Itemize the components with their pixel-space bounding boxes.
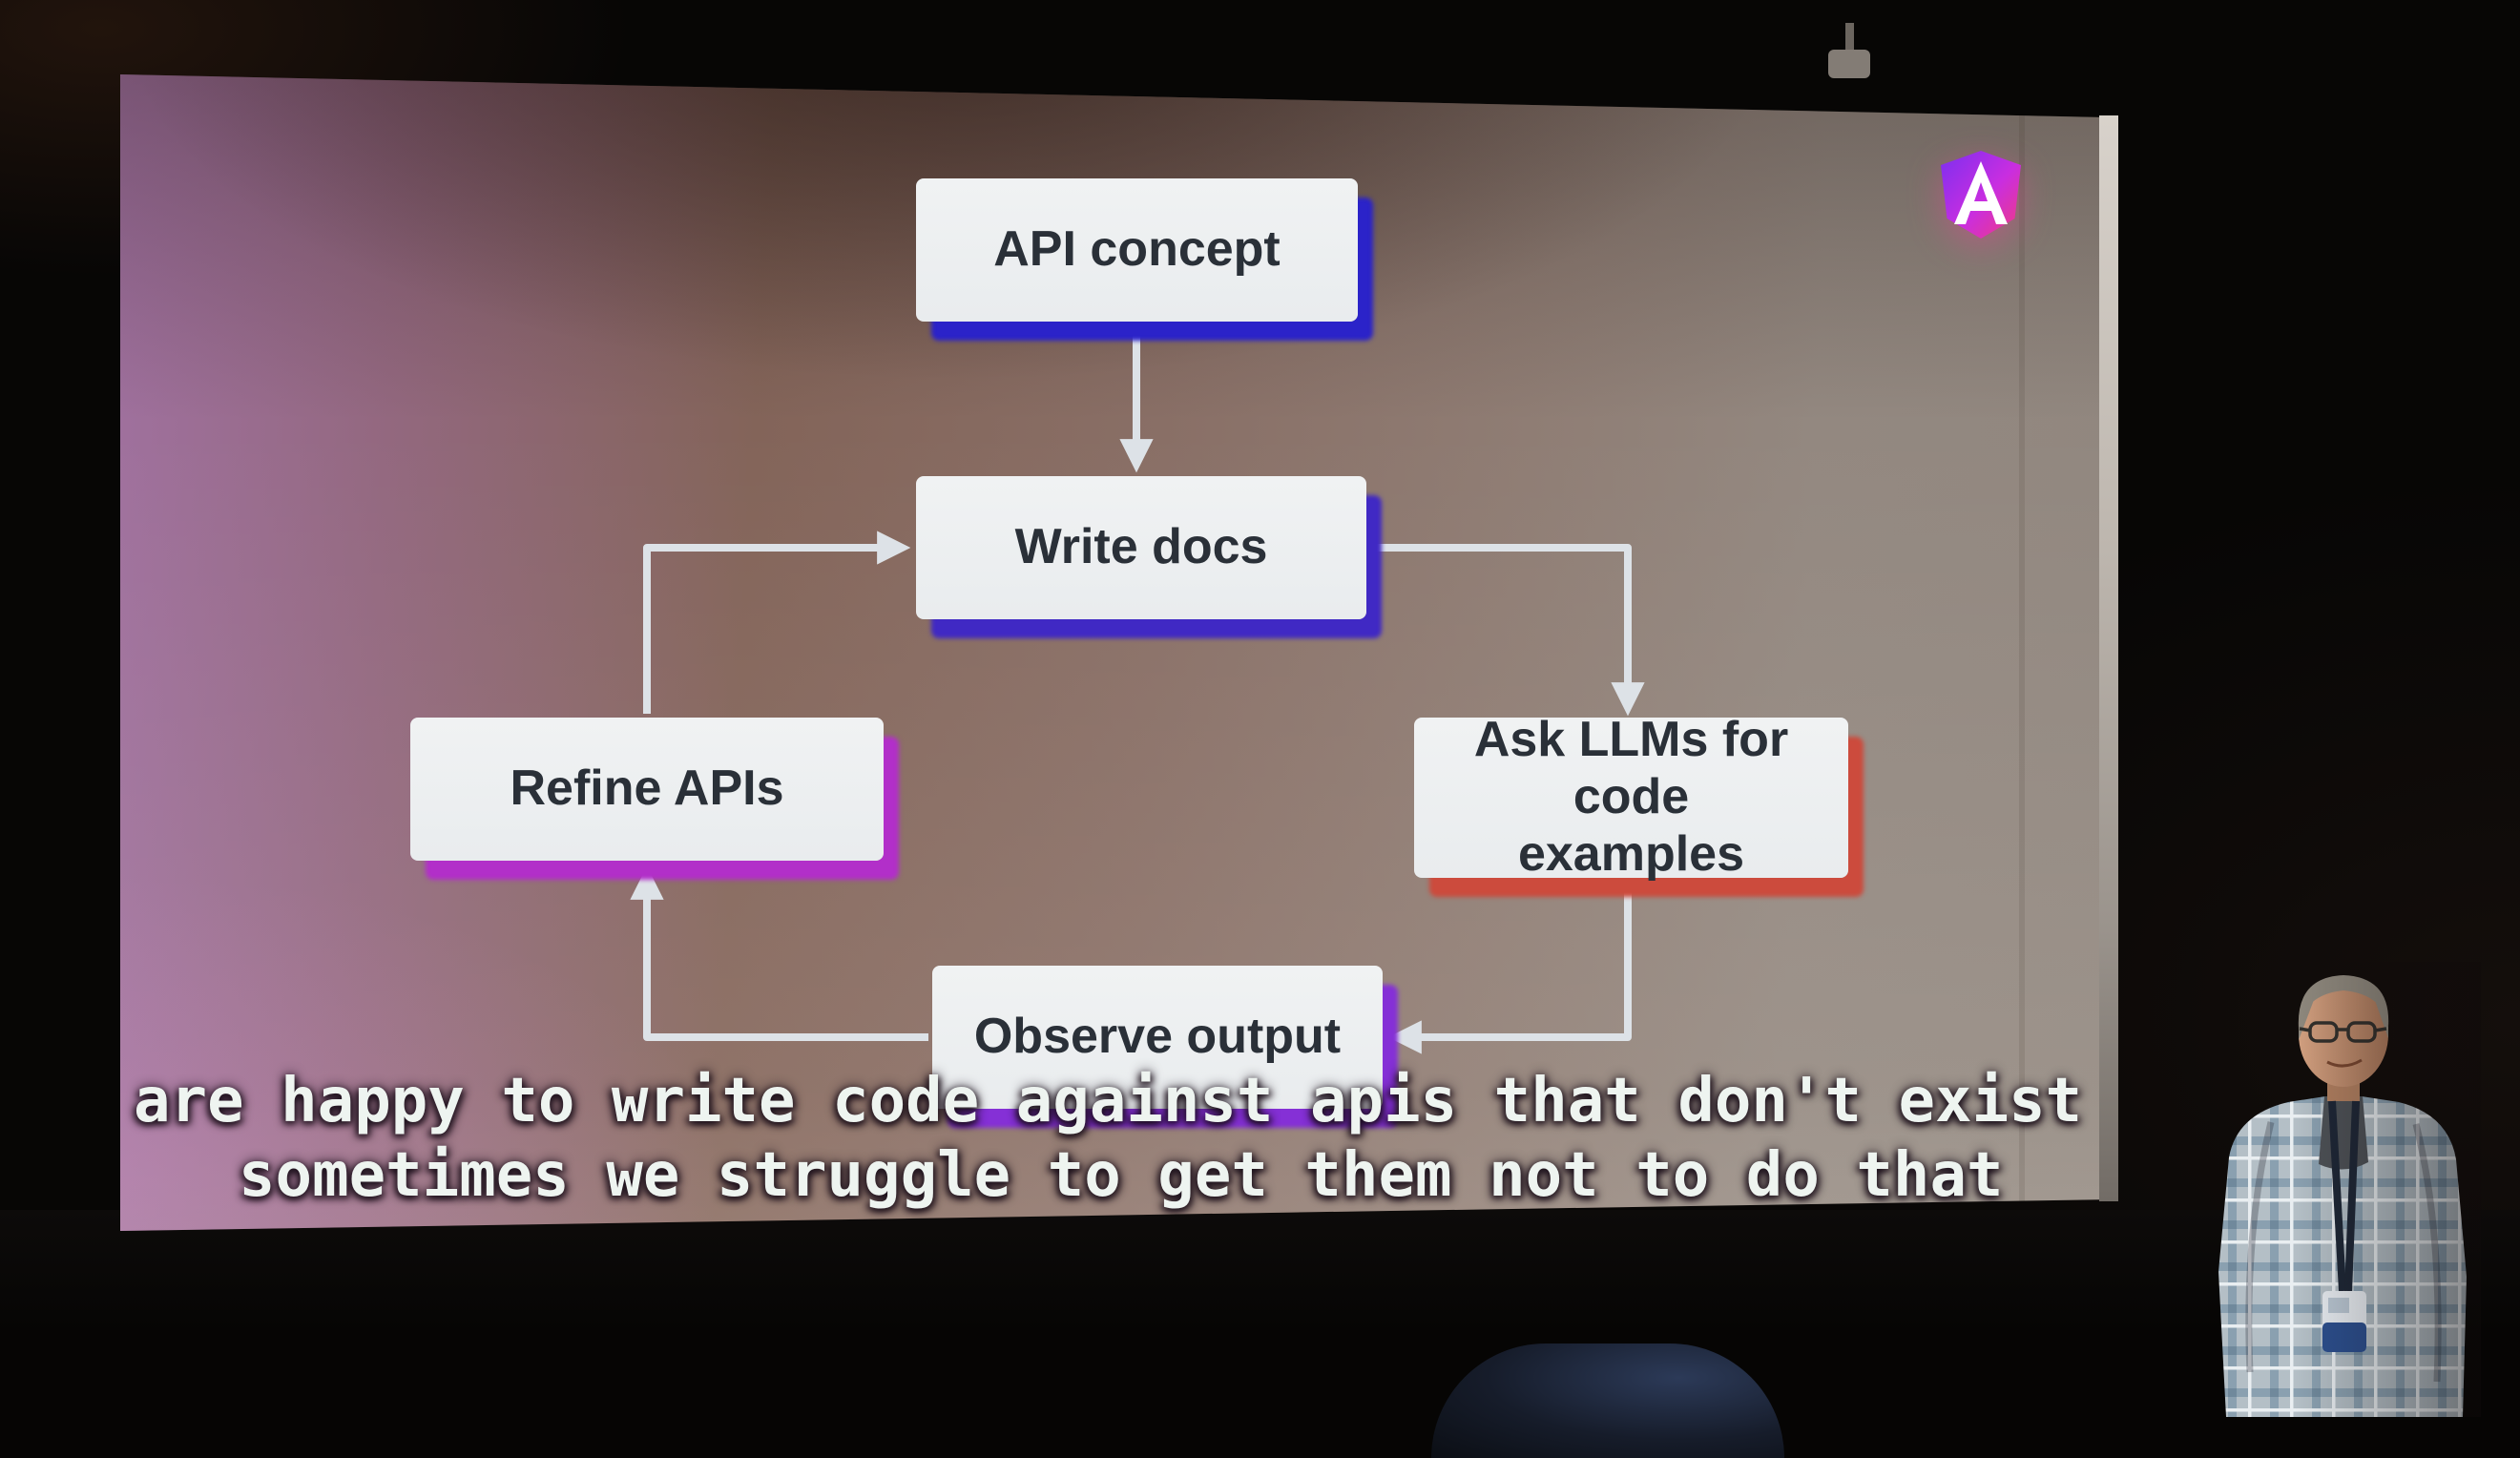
node-write-docs: Write docs: [916, 476, 1366, 619]
presenter-shading: [2195, 962, 2481, 1417]
caption-line-2: sometimes we struggle to get them not to…: [239, 1140, 2004, 1211]
angular-logo-icon: [1941, 151, 2021, 239]
screen-mount-stem: [1845, 23, 1854, 55]
node-label: Ask LLMs for code examples: [1473, 712, 1789, 882]
audience-head-silhouette: [1431, 1343, 1784, 1458]
node-refine-apis: Refine APIs: [410, 718, 884, 861]
node-label: Refine APIs: [510, 760, 784, 817]
node-observe-output: Observe output: [932, 966, 1383, 1109]
node-label: Observe output: [973, 1009, 1342, 1065]
arrow-observe-output-to-refine-apis: [630, 865, 928, 1041]
stage-curtain: [0, 1210, 2520, 1417]
node-label: API concept: [993, 221, 1281, 278]
node-api-concept: API concept: [916, 178, 1358, 322]
flowchart-arrows: [630, 325, 1645, 1054]
node-label: Write docs: [1014, 519, 1268, 575]
arrow-ask-llms-to-observe-output: [1387, 882, 1632, 1054]
caption-line-1: are happy to write code against apis tha…: [134, 1066, 2083, 1136]
screen-seam: [2019, 74, 2025, 1231]
presenter: [2195, 962, 2481, 1417]
arrow-write-docs-to-ask-llms: [1366, 544, 1645, 717]
projector-screen: API concept Write docs Ask LLMs for code…: [120, 74, 2099, 1231]
screen-edge-strip: [2099, 115, 2118, 1201]
arrow-refine-apis-to-write-docs: [643, 531, 911, 714]
screen-mount-bracket: [1828, 50, 1870, 78]
node-ask-llms: Ask LLMs for code examples: [1414, 712, 1848, 882]
